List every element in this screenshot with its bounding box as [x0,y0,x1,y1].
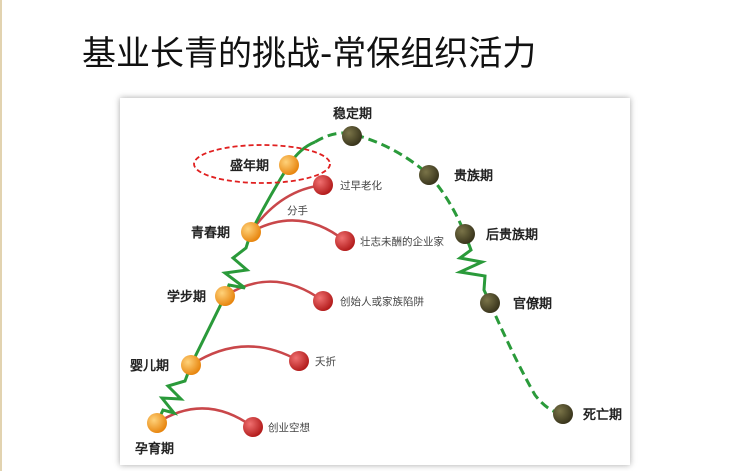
decline-zigzag [454,233,492,304]
label-stable: 稳定期 [333,106,372,122]
node-stable [342,126,362,146]
trap-label: 过早老化 [340,179,382,192]
label-infancy: 婴儿期 [130,358,169,374]
trap-node [313,175,333,195]
label-adolescence: 青春期 [191,225,230,241]
node-incubation [147,413,167,433]
label-aristocracy: 贵族期 [454,168,493,184]
label-bureaucracy: 官僚期 [513,296,552,312]
trap-label: 创始人或家族陷阱 [340,295,424,308]
node-bureaucracy [480,293,500,313]
trap-node [313,291,333,311]
trap-label: 创业空想 [268,421,310,434]
trap-node [289,351,309,371]
label-recrimination: 后贵族期 [486,227,538,243]
node-infancy [181,355,201,375]
trap-arc [156,407,254,429]
node-aristocracy [419,165,439,185]
trap-node [335,231,355,251]
slide-edge [0,0,2,471]
label-go-go: 学步期 [167,289,206,305]
node-prime [279,155,299,175]
growth-curve [155,140,316,424]
trap-label: 壮志未酬的企业家 [360,235,444,248]
split-label: 分手 [287,204,308,217]
slide-title: 基业长青的挑战-常保组织活力 [82,34,537,74]
trap-arc [250,219,346,242]
trap-arc [190,345,300,367]
trap-label: 夭折 [315,355,336,368]
label-death: 死亡期 [583,407,622,423]
node-death [553,404,573,424]
trap-arc [224,280,324,303]
trap-node [243,417,263,437]
decline-curve-end [488,302,564,416]
node-go-go [215,286,235,306]
label-incubation: 孕育期 [135,441,174,457]
node-adolescence [241,222,261,242]
label-prime: 盛年期 [230,158,269,174]
node-recrimination [455,224,475,244]
decline-curve [314,131,467,235]
highlight-ellipse [193,144,331,184]
